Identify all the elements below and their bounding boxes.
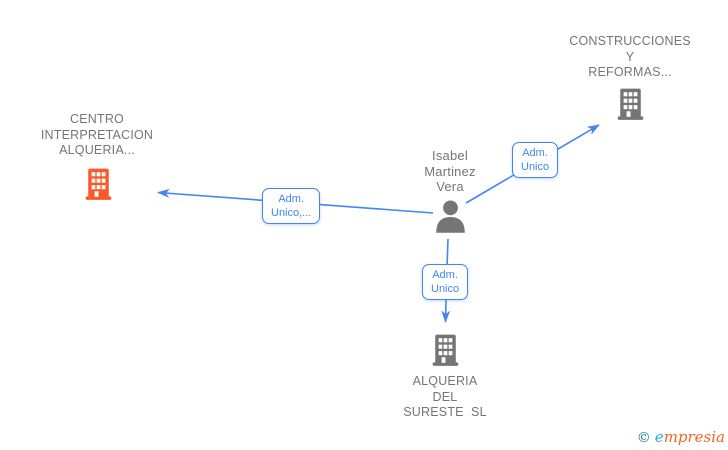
node-label: CENTRO INTERPRETACION ALQUERIA...	[40, 112, 154, 157]
brand-letter-e: e	[654, 428, 664, 446]
person-icon	[436, 200, 465, 233]
building-icon	[85, 168, 112, 200]
node-label: ALQUERIA DEL SURESTE SL	[403, 374, 487, 419]
edge-badge-adm-unico-alqueria[interactable]: Adm. Unico	[422, 264, 469, 300]
empresia-watermark[interactable]: ©empresia	[637, 428, 725, 447]
edge-badge-adm-unico-construcciones[interactable]: Adm. Unico	[512, 142, 559, 178]
node-label: CONSTRUCCIONES Y REFORMAS...	[569, 34, 691, 79]
building-icon	[617, 88, 644, 120]
node-label: Isabel Martinez Vera	[424, 148, 476, 194]
brand-text: mpresia	[663, 428, 725, 446]
building-icon	[432, 334, 459, 366]
edge-badge-adm-unico-centro[interactable]: Adm. Unico,...	[262, 188, 321, 224]
copyright-icon: ©	[636, 430, 651, 446]
